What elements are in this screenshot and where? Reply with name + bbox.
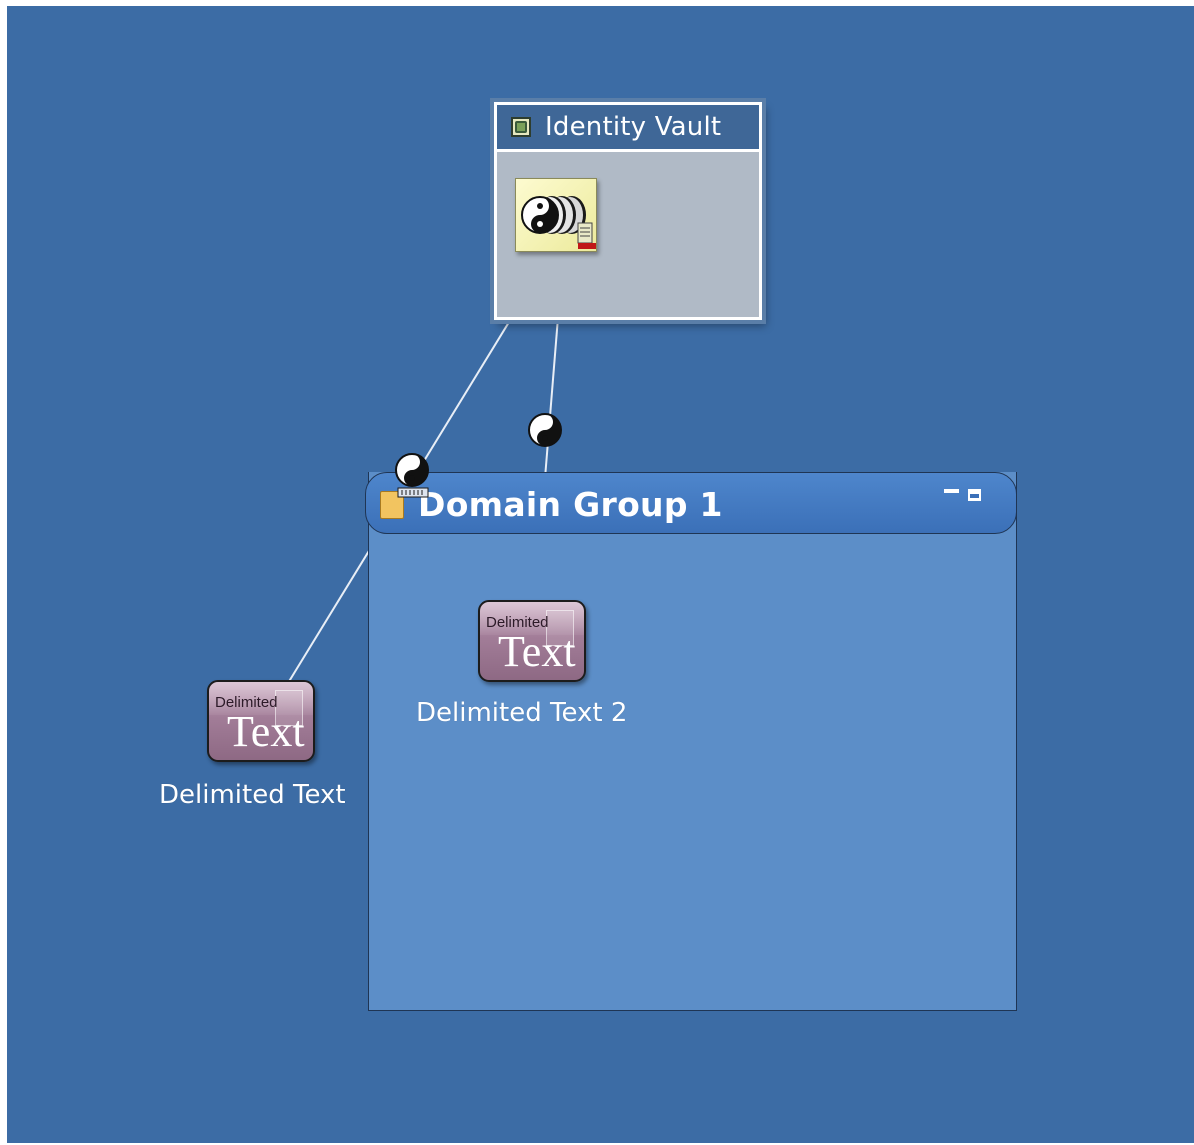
document-icon bbox=[546, 610, 574, 646]
minimize-icon[interactable] bbox=[944, 489, 959, 493]
driver-icon-small-text: Delimited bbox=[215, 694, 278, 711]
maximize-icon[interactable] bbox=[968, 489, 981, 501]
delimited-text-driver-icon[interactable]: Delimited Text bbox=[207, 680, 315, 762]
identity-vault-titlebar[interactable]: Identity Vault bbox=[497, 105, 759, 152]
driver-icon-big-text: Text bbox=[498, 627, 576, 676]
modeler-canvas[interactable]: Identity Vault bbox=[7, 6, 1194, 1143]
vault-icon bbox=[511, 117, 531, 137]
identity-vault-body bbox=[497, 152, 759, 314]
delimited-text-driver-icon[interactable]: Delimited Text bbox=[478, 600, 586, 682]
identity-vault-window[interactable]: Identity Vault bbox=[490, 98, 766, 324]
driver-label[interactable]: Delimited Text 2 bbox=[416, 698, 628, 728]
identity-vault-title: Identity Vault bbox=[545, 112, 722, 142]
driver-delimited-text-2[interactable]: Delimited Text Delimited Text 2 bbox=[416, 600, 627, 728]
domain-group-title: Domain Group 1 bbox=[418, 485, 723, 524]
icon-gloss bbox=[480, 602, 584, 635]
domain-group-window[interactable]: Domain Group 1 bbox=[365, 472, 1017, 1011]
domain-group-header[interactable]: Domain Group 1 bbox=[365, 472, 1017, 534]
driver-label[interactable]: Delimited Text bbox=[159, 780, 346, 810]
driver-delimited-text[interactable]: Delimited Text Delimited Text bbox=[159, 680, 346, 810]
document-icon bbox=[275, 690, 303, 726]
driver-icon-small-text: Delimited bbox=[486, 614, 549, 631]
icon-gloss bbox=[209, 682, 313, 715]
yin-yang-icon[interactable] bbox=[394, 452, 434, 502]
driver-icon-big-text: Text bbox=[227, 707, 305, 756]
identity-vault-servers-icon[interactable] bbox=[515, 178, 597, 252]
yin-yang-icon[interactable] bbox=[527, 412, 563, 448]
